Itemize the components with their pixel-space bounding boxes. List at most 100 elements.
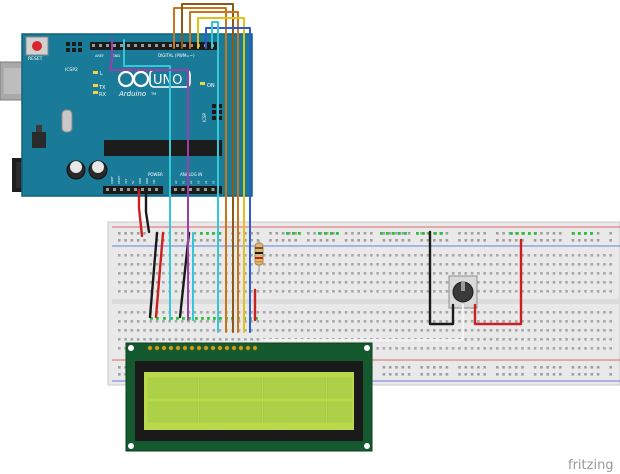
terminal-hole [609, 290, 612, 293]
terminal-hole [571, 329, 575, 332]
terminal-hole [370, 281, 373, 284]
terminal-hole [533, 347, 537, 350]
rail-hole [250, 239, 253, 242]
terminal-hole [508, 254, 512, 257]
terminal-hole [174, 263, 178, 266]
lcd-char-cell [147, 377, 160, 399]
terminal-hole [508, 272, 512, 275]
terminal-hole [206, 290, 209, 293]
digital-pin [106, 44, 109, 47]
rail-hole [477, 239, 480, 242]
terminal-hole [250, 320, 253, 323]
digital-pin [176, 44, 179, 47]
terminal-hole [590, 272, 594, 275]
terminal-hole [584, 263, 587, 266]
rail-hole [439, 373, 442, 376]
terminal-hole [218, 254, 222, 257]
rail-hole [496, 232, 499, 235]
terminal-hole [433, 281, 436, 284]
rail-hole [124, 239, 127, 242]
terminal-hole [508, 311, 512, 314]
rail-hole [407, 373, 411, 376]
terminal-hole [344, 311, 348, 314]
terminal-hole [496, 320, 499, 323]
terminal-hole [206, 311, 209, 314]
terminal-hole [187, 329, 190, 332]
terminal-hole [181, 281, 184, 284]
terminal-hole [294, 263, 297, 266]
wire-cyan [123, 39, 171, 321]
icsp-label: ICSP [202, 112, 207, 122]
terminal-hole [470, 272, 474, 275]
terminal-hole [590, 263, 594, 266]
lcd-char-cell [314, 401, 326, 423]
terminal-hole [357, 320, 360, 323]
terminal-hole [540, 272, 543, 275]
lcd-pin [168, 345, 174, 351]
lcd-char-cell [237, 401, 250, 423]
terminal-hole [250, 338, 253, 341]
terminal-hole [351, 263, 354, 266]
icsp-pin [218, 104, 222, 108]
terminal-hole [357, 272, 360, 275]
power-pin-label: 3V3 [124, 179, 128, 184]
terminal-hole [174, 311, 178, 314]
terminal-hole [174, 272, 178, 275]
terminal-hole [288, 311, 291, 314]
terminal-hole [357, 263, 360, 266]
terminal-hole [143, 311, 146, 314]
wire-brown [181, 3, 234, 333]
terminal-hole [502, 347, 505, 350]
crystal [61, 109, 73, 133]
terminal-hole [533, 311, 537, 314]
rail-hole [609, 239, 612, 242]
terminal-hole [546, 254, 549, 257]
terminal-hole [193, 320, 197, 323]
rail-hole [571, 366, 575, 369]
terminal-hole [496, 329, 499, 332]
terminal-hole [540, 263, 543, 266]
terminal-hole [149, 272, 153, 275]
terminal-hole [527, 347, 531, 350]
terminal-hole [338, 254, 342, 257]
terminal-hole [571, 320, 575, 323]
terminal-hole [483, 290, 486, 293]
terminal-hole [244, 311, 247, 314]
terminal-hole [193, 281, 197, 284]
rail-hole [445, 366, 449, 369]
terminal-hole [533, 263, 537, 266]
terminal-hole [294, 254, 297, 257]
terminal-hole [477, 347, 480, 350]
rail-hole [269, 232, 272, 235]
terminal-hole [338, 272, 342, 275]
power-label: POWER [148, 172, 163, 177]
terminal-hole [414, 329, 417, 332]
rail-hole [502, 366, 505, 369]
rail-hole [514, 373, 518, 376]
terminal-hole [357, 311, 360, 314]
terminal-hole [571, 254, 575, 257]
lcd-char-cell [224, 377, 237, 399]
terminal-hole [445, 254, 449, 257]
wire-cyan-2 [211, 21, 219, 333]
terminal-hole [420, 290, 423, 293]
terminal-hole [407, 290, 411, 293]
power-pin-label: RESET [117, 175, 121, 184]
connected-hole [286, 232, 289, 235]
terminal-hole [458, 254, 461, 257]
terminal-hole [433, 320, 436, 323]
terminal-hole [470, 254, 474, 257]
icsp-pin [218, 110, 222, 114]
terminal-hole [584, 320, 587, 323]
power-header-strip [103, 186, 163, 194]
jumper-red-1 [154, 231, 165, 319]
analog-pin-label: A5 [212, 180, 216, 184]
terminal-hole [212, 290, 216, 293]
terminal-hole [464, 254, 468, 257]
terminal-hole [414, 290, 417, 293]
rail-hole [426, 366, 430, 369]
terminal-hole [319, 272, 323, 275]
terminal-hole [313, 311, 316, 314]
terminal-hole [288, 263, 291, 266]
